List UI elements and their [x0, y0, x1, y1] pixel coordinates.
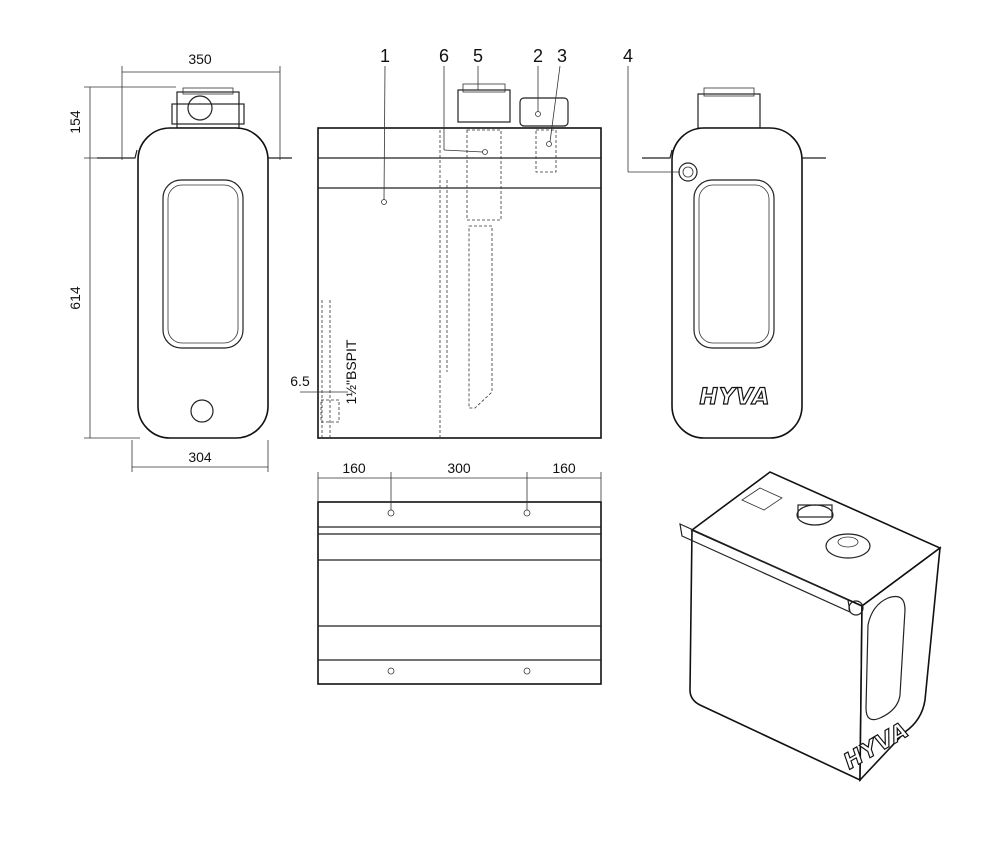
- callout-4: 4: [623, 46, 633, 66]
- callout-5: 5: [473, 46, 483, 66]
- side-view: 1½"BSPIT 6.5 1 6 5 2 3: [290, 46, 602, 439]
- rear-view: HYVA 4: [623, 46, 826, 439]
- callout-1: 1: [380, 46, 390, 66]
- front-sight-window: [162, 179, 244, 349]
- rear-sight-window: [693, 179, 775, 349]
- dim-hole-left: 160: [342, 460, 366, 476]
- thread-label: 1½"BSPIT: [343, 339, 359, 404]
- front-view: 350 154 614 304: [67, 51, 292, 472]
- dim-offset-small: 6.5: [290, 373, 310, 389]
- dim-height-tank: 614: [67, 286, 83, 310]
- dim-width-top: 350: [188, 51, 212, 67]
- side-tank-body: [317, 127, 602, 439]
- callout-6: 6: [439, 46, 449, 66]
- dim-hole-mid: 300: [447, 460, 471, 476]
- callout-3: 3: [557, 46, 567, 66]
- dim-width-bottom: 304: [188, 449, 212, 465]
- rear-logo: HYVA: [700, 385, 771, 410]
- rear-tank-body: [671, 127, 803, 439]
- callout-2: 2: [533, 46, 543, 66]
- top-view: 160 300 160: [317, 460, 602, 685]
- dim-height-filler: 154: [67, 110, 83, 134]
- front-drain-plug: [190, 399, 214, 423]
- isometric-view: HYVA: [679, 471, 942, 783]
- top-tank-body: [317, 501, 602, 685]
- dim-hole-right: 160: [552, 460, 576, 476]
- front-tank-body: [137, 127, 269, 439]
